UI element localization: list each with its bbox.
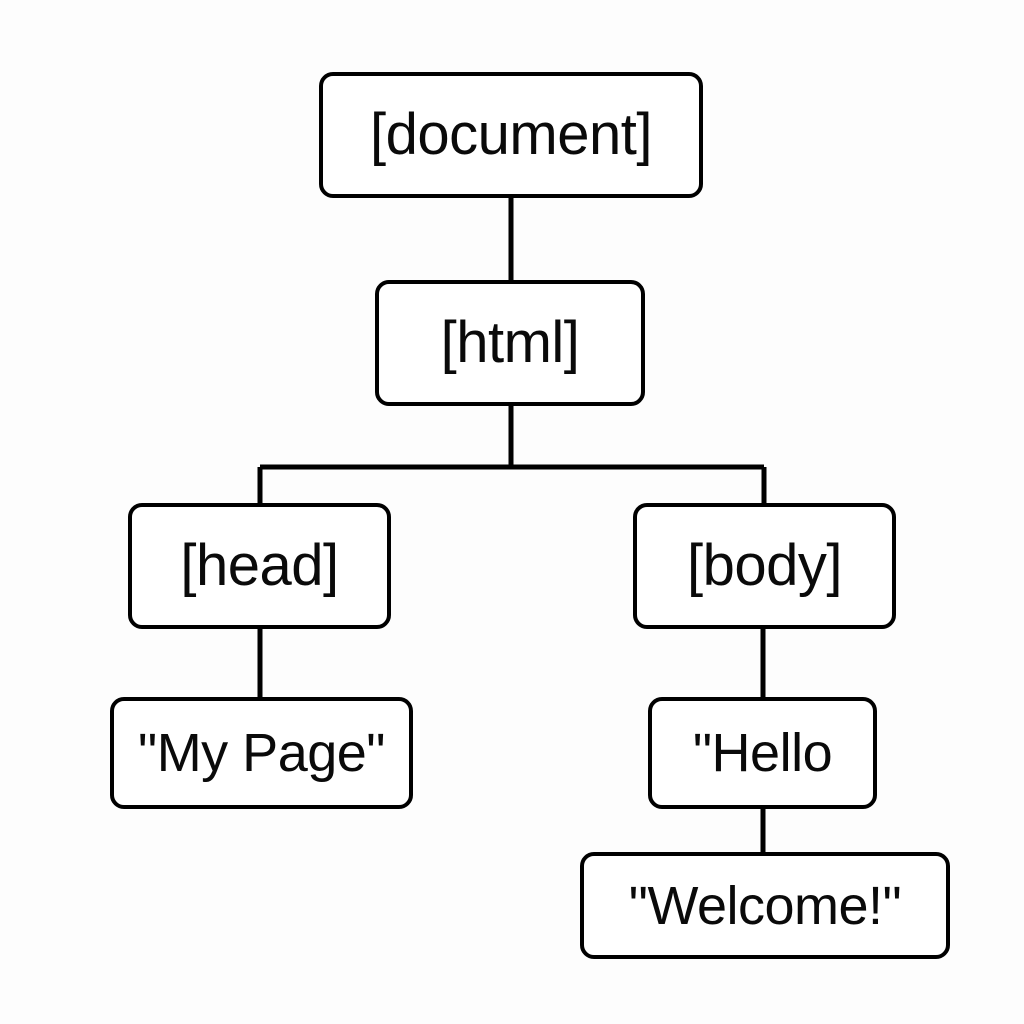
node-body-label: [body] [687,533,843,598]
node-hello-text[interactable]: "Hello [648,697,877,809]
node-welcome-text-label: "Welcome!" [628,875,902,936]
node-body[interactable]: [body] [633,503,896,629]
node-html-label: [html] [440,310,580,375]
node-head[interactable]: [head] [128,503,391,629]
node-title-text-label: "My Page" [138,723,385,783]
node-head-label: [head] [180,533,339,598]
node-document-label: [document] [370,102,652,167]
node-title-text[interactable]: "My Page" [110,697,413,809]
node-hello-text-label: "Hello [692,723,833,783]
node-welcome-text[interactable]: "Welcome!" [580,852,950,959]
node-document[interactable]: [document] [319,72,703,198]
node-html[interactable]: [html] [375,280,645,406]
